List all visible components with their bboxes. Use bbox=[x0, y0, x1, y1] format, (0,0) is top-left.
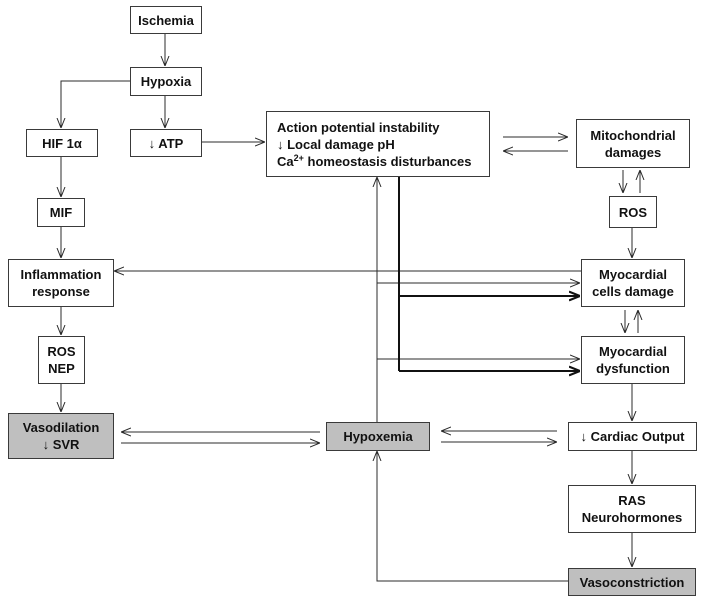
node-inflammation-response: Inflammation response bbox=[8, 259, 114, 307]
edge-vasoconstriction-to-hypoxemia bbox=[377, 451, 568, 582]
node-cardiac-output: ↓ Cardiac Output bbox=[568, 422, 697, 451]
node-ischemia: Ischemia bbox=[130, 6, 202, 34]
node-label: ↓ ATP bbox=[148, 135, 184, 151]
node-label: ROS bbox=[47, 344, 76, 359]
node-label: dysfunction bbox=[596, 361, 670, 376]
node-ros-nep: ROS NEP bbox=[38, 336, 85, 384]
calcium-suffix: homeostasis disturbances bbox=[303, 153, 472, 169]
node-label: ↓ Cardiac Output bbox=[580, 429, 685, 444]
node-label: Inflammation bbox=[20, 267, 102, 282]
node-ras-neurohormones: RAS Neurohormones bbox=[568, 485, 696, 533]
node-label: Vasodilation bbox=[22, 420, 100, 435]
node-vasodilation: Vasodilation ↓ SVR bbox=[8, 413, 114, 459]
edge-hypoxia-to-hif bbox=[61, 80, 130, 128]
node-label: Myocardial bbox=[599, 267, 667, 282]
node-hypoxia: Hypoxia bbox=[130, 67, 202, 96]
node-action-potential: Action potential instability ↓ Local dam… bbox=[266, 111, 490, 177]
node-label: Vasoconstriction bbox=[579, 574, 685, 590]
node-label: Myocardial bbox=[599, 344, 667, 359]
node-label: Hypoxia bbox=[140, 74, 192, 89]
node-label: ↓ SVR bbox=[42, 437, 80, 452]
node-label: cells damage bbox=[592, 284, 674, 299]
calcium-charge: 2+ bbox=[293, 152, 304, 163]
node-ros-right: ROS bbox=[609, 196, 657, 228]
node-label: HIF 1α bbox=[42, 135, 82, 151]
node-label: Hypoxemia bbox=[343, 429, 413, 444]
node-atp-decrease: ↓ ATP bbox=[130, 129, 202, 157]
node-myocardial-cells-damage: Myocardial cells damage bbox=[581, 259, 685, 307]
node-label: Neurohormones bbox=[581, 510, 683, 525]
node-vasoconstriction: Vasoconstriction bbox=[568, 568, 696, 596]
node-label: ROS bbox=[618, 204, 648, 220]
node-label: Mitochondrial bbox=[590, 127, 676, 143]
node-hif-1-alpha: HIF 1α bbox=[26, 129, 98, 157]
node-label: damages bbox=[604, 144, 662, 160]
node-label: ↓ Local damage pH bbox=[277, 136, 395, 152]
node-label: RAS bbox=[618, 493, 646, 508]
node-label: Ischemia bbox=[138, 12, 194, 28]
node-label: MIF bbox=[49, 205, 73, 220]
node-label: Action potential instability bbox=[277, 119, 440, 135]
calcium-prefix: Ca bbox=[277, 153, 294, 169]
node-label-calcium: Ca2+ homeostasis disturbances bbox=[277, 153, 472, 170]
node-label: NEP bbox=[48, 361, 75, 376]
node-label: response bbox=[32, 284, 90, 299]
node-mitochondrial-damages: Mitochondrial damages bbox=[576, 119, 690, 168]
node-mif: MIF bbox=[37, 198, 85, 227]
node-myocardial-dysfunction: Myocardial dysfunction bbox=[581, 336, 685, 384]
node-hypoxemia: Hypoxemia bbox=[326, 422, 430, 451]
